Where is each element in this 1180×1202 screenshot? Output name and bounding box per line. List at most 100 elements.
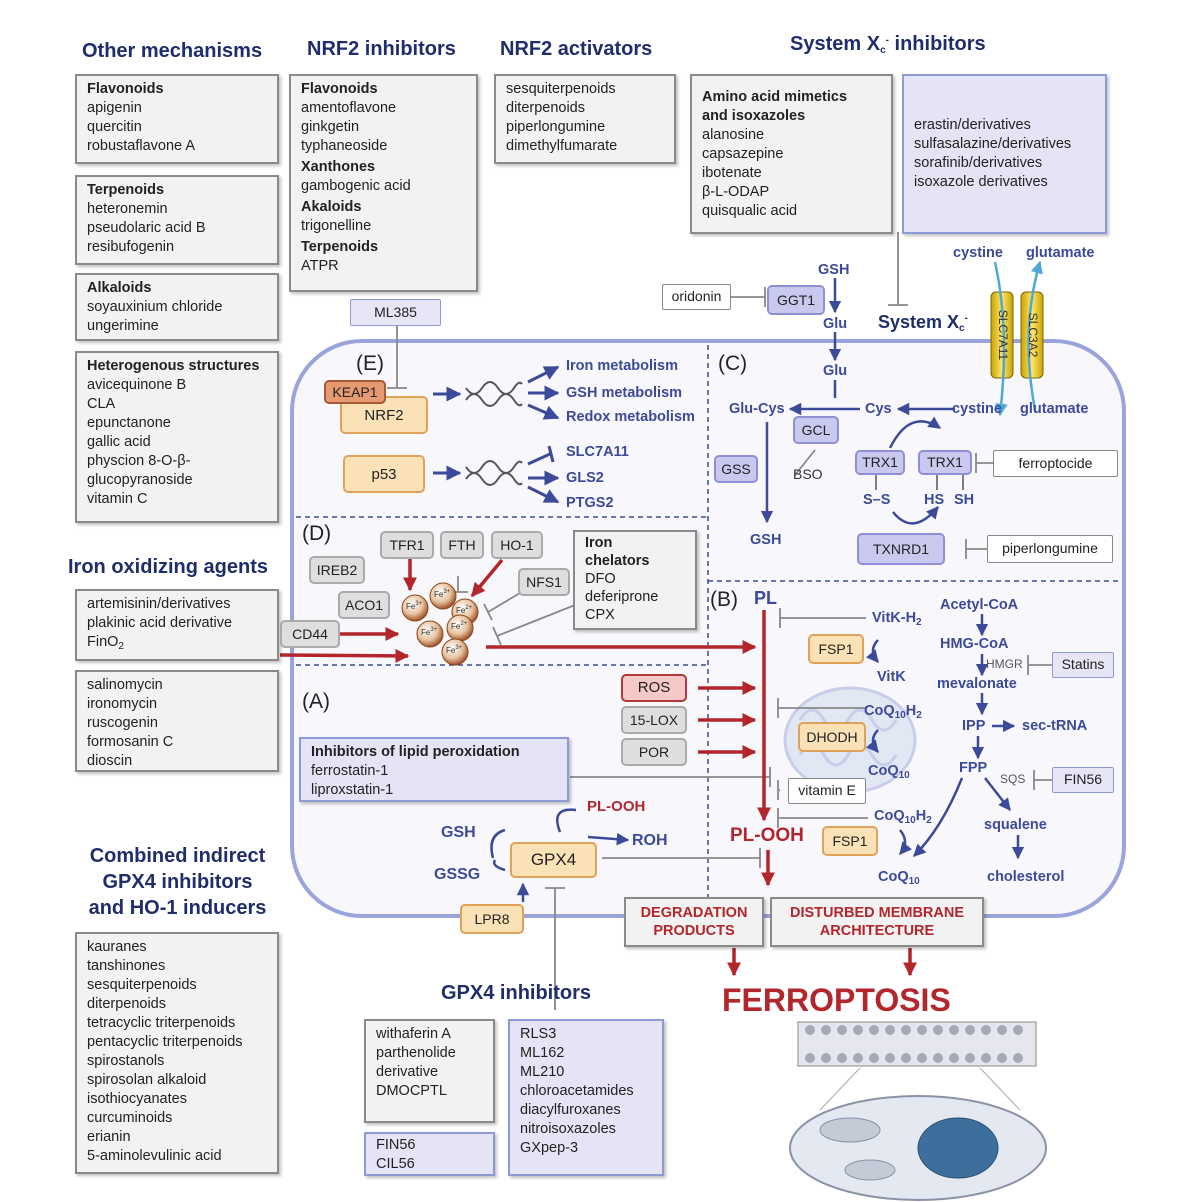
fpp-label: FPP — [959, 760, 988, 776]
compound: erastin/derivatives — [914, 117, 1031, 133]
nrf2-activators-box: sesquiterpenoids diterpenoids piperlongu… — [494, 74, 676, 164]
compound: artemisinin/derivatives — [87, 596, 231, 612]
gpx4-inhibitors-grey-box: withaferin A parthenolide derivative DMO… — [364, 1019, 495, 1123]
pl-ooh-main-label: PL-OOH — [730, 825, 804, 846]
title-combined-line2: GPX4 inhibitors — [102, 871, 253, 893]
compound: quercitin — [87, 119, 142, 135]
hmgr-label: HMGR — [986, 657, 1023, 671]
piperlongumine-label: piperlongumine — [987, 535, 1113, 563]
thiol-hs-label: HS — [924, 492, 945, 508]
compound: ML210 — [520, 1064, 565, 1080]
compound: chloroacetamides — [520, 1083, 634, 1099]
box-heading: Terpenoids — [87, 182, 165, 198]
glutamate-intracellular: glutamate — [1020, 401, 1089, 417]
compound: robustaflavone A — [87, 138, 196, 154]
compound: soyauxinium chloride — [87, 299, 223, 315]
ho1-protein: HO-1 — [491, 531, 543, 559]
gssg-label: GSSG — [434, 866, 481, 883]
box-heading: Xanthones — [301, 159, 376, 175]
cell-icon — [789, 1021, 1047, 1201]
ipp-label: IPP — [962, 718, 986, 734]
target-redox-metabolism: Redox metabolism — [566, 409, 695, 425]
box-heading: chelators — [585, 553, 650, 569]
hmg-coa-label: HMG-CoA — [940, 636, 1009, 652]
compound: dimethylfumarate — [506, 138, 618, 154]
outcome-line: DISTURBED MEMBRANE — [790, 905, 964, 921]
compound: ironomycin — [87, 696, 158, 712]
compound: parthenolide — [376, 1045, 456, 1061]
compound: physcion 8-O-β- — [87, 453, 191, 469]
compound: erianin — [87, 1129, 131, 1145]
coq10h2-label-b: CoQ10H2 — [874, 808, 932, 826]
gsh-extracellular: GSH — [818, 262, 850, 278]
fth-protein: FTH — [440, 531, 484, 559]
compound: DFO — [585, 571, 616, 587]
compound: sesquiterpenoids — [87, 977, 197, 993]
compound: diterpenoids — [506, 100, 585, 116]
vitamin-e-label: vitamin E — [788, 778, 866, 804]
degradation-products-box: DEGRADATION PRODUCTS — [624, 897, 764, 947]
section-b-label: (B) — [710, 588, 738, 611]
aco1-protein: ACO1 — [338, 591, 390, 619]
compound: diacylfuroxanes — [520, 1102, 621, 1118]
oridonin-label: oridonin — [662, 284, 731, 310]
sqs-label: SQS — [1000, 772, 1026, 786]
cholesterol-label: cholesterol — [987, 869, 1065, 885]
compound: sulfasalazine/derivatives — [914, 136, 1072, 152]
title-ferroptosis: FERROPTOSIS — [722, 982, 951, 1018]
glu-intracellular: Glu — [823, 363, 848, 379]
compound: typhaneoside — [301, 138, 388, 154]
box-heading: Heterogenous structures — [87, 358, 260, 374]
slc3a2-label: SLC3A2 — [1026, 312, 1040, 358]
section-c-label: (C) — [718, 352, 748, 375]
txnrd1-enzyme: TXNRD1 — [857, 533, 945, 565]
compound: β-L-ODAP — [702, 184, 770, 200]
compound: salinomycin — [87, 677, 163, 693]
compound: epunctanone — [87, 415, 171, 431]
title-gpx4-inhibitors: GPX4 inhibitors — [441, 982, 592, 1004]
compound: CIL56 — [376, 1156, 415, 1172]
other-heterogenous-box: Heterogenous structures avicequinone B C… — [75, 351, 279, 523]
compound: formosanin C — [87, 734, 174, 750]
fe-label: Fe3+ — [434, 589, 451, 599]
compound: ML162 — [520, 1045, 565, 1061]
box-heading: Amino acid mimetics — [702, 89, 848, 105]
lox15-enzyme: 15-LOX — [621, 706, 687, 734]
compound: spirostanols — [87, 1053, 165, 1069]
compound: pseudolaric acid B — [87, 220, 206, 236]
section-e-label: (E) — [356, 352, 384, 375]
compound: capsazepine — [702, 146, 784, 162]
compound: FIN56 — [376, 1137, 416, 1153]
outcome-line: DEGRADATION — [640, 905, 748, 921]
compound: sesquiterpenoids — [506, 81, 616, 97]
gpx4-enzyme: GPX4 — [510, 842, 597, 878]
fsp1-enzyme-a: FSP1 — [808, 634, 864, 664]
title-nrf2-activators: NRF2 activators — [500, 38, 653, 60]
compound: resibufogenin — [87, 239, 175, 255]
target-ptgs2: PTGS2 — [566, 495, 614, 511]
iron-oxidizing-box-1: artemisinin/derivatives plakinic acid de… — [75, 589, 279, 661]
compound: diterpenoids — [87, 996, 166, 1012]
ireb2-protein: IREB2 — [309, 556, 365, 584]
compound: apigenin — [87, 100, 142, 116]
cys-label: Cys — [865, 401, 892, 417]
compound: dioscin — [87, 753, 133, 769]
compound: plakinic acid derivative — [87, 615, 233, 631]
box-heading: Terpenoids — [301, 239, 379, 255]
gsh-intracellular: GSH — [750, 532, 782, 548]
title-nrf2-inhibitors: NRF2 inhibitors — [307, 38, 456, 60]
target-iron-metabolism: Iron metabolism — [566, 358, 678, 374]
bso-label: BSO — [793, 466, 823, 482]
acetyl-coa-label: Acetyl-CoA — [940, 597, 1019, 613]
box-heading: Iron — [585, 535, 613, 551]
pl-label: PL — [754, 588, 778, 608]
gss-enzyme: GSS — [714, 455, 758, 483]
compound: vitamin C — [87, 491, 148, 507]
compound: heteronemin — [87, 201, 168, 217]
cystine-extracellular: cystine — [953, 245, 1003, 261]
coq10-label-b: CoQ10 — [878, 869, 920, 887]
ggt1-enzyme: GGT1 — [767, 285, 825, 315]
compound: gallic acid — [87, 434, 151, 450]
dna-icon — [465, 381, 523, 486]
